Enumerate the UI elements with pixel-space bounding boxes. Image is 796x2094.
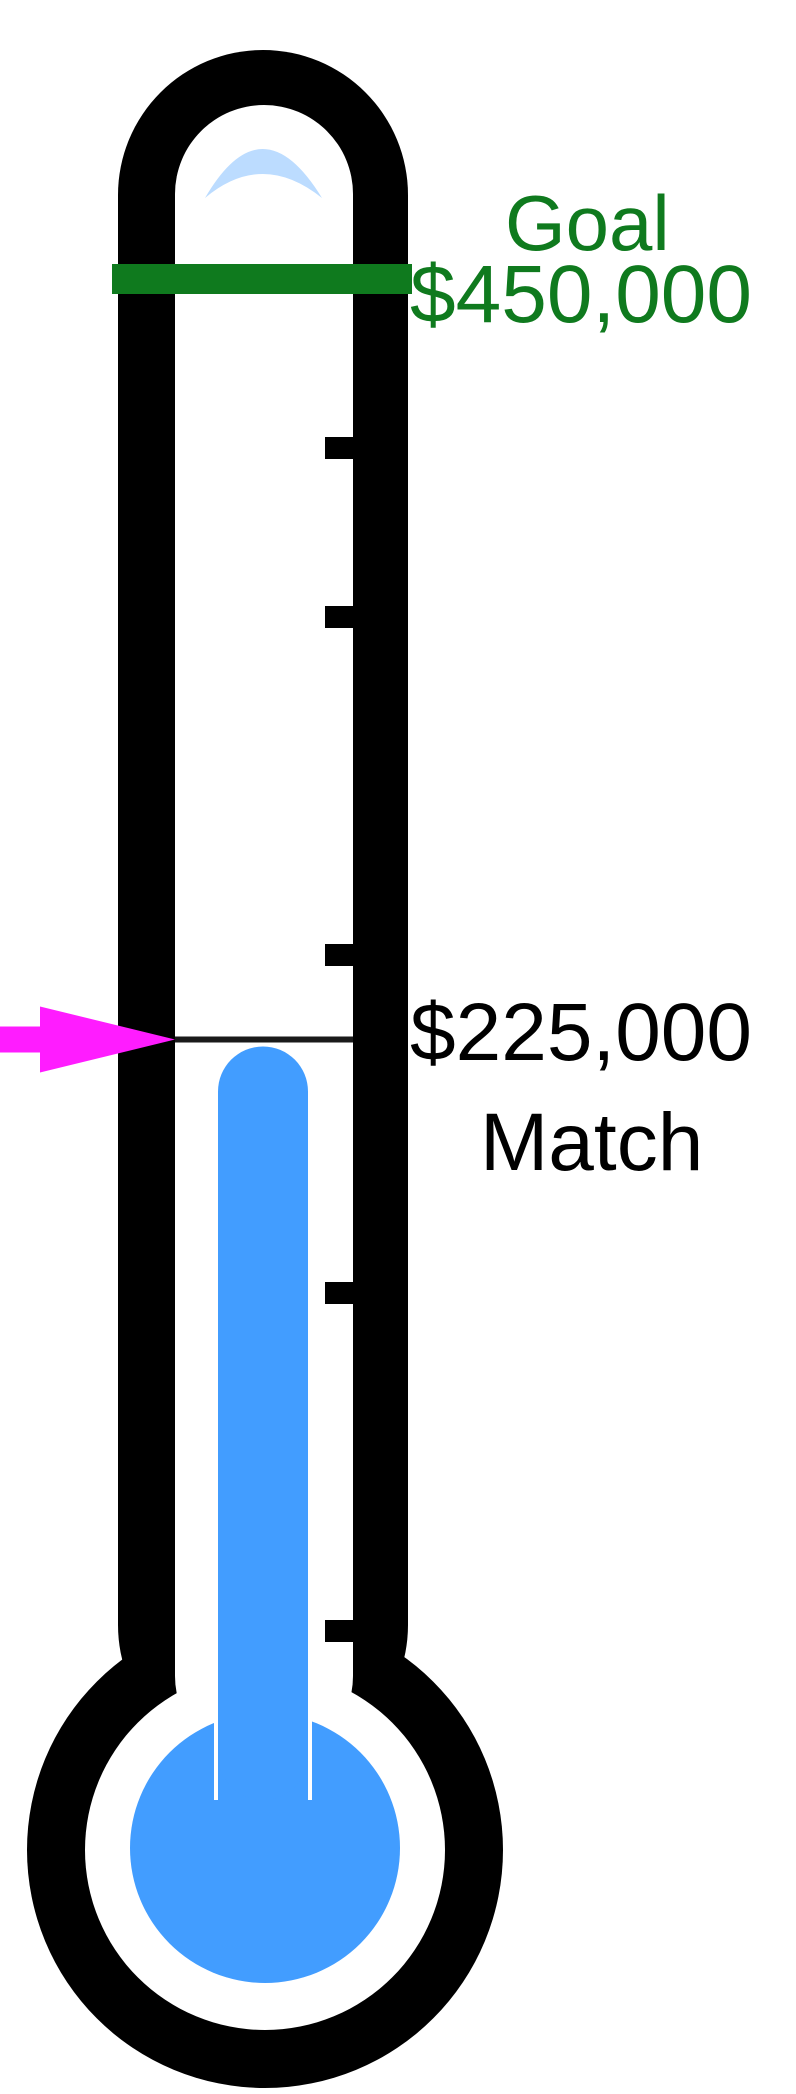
goal-value: $450,000 (410, 249, 753, 340)
goal-bar (112, 264, 412, 294)
scale-tick (325, 1620, 353, 1642)
mercury-column (218, 1046, 308, 1800)
scale-tick (325, 1282, 353, 1304)
glass-highlight (205, 149, 322, 198)
goal-label: Goal (505, 179, 670, 267)
scale-ticks (325, 99, 353, 1642)
mercury (130, 1046, 400, 1983)
current-value: $225,000 (410, 986, 753, 1078)
scale-tick (325, 606, 353, 628)
scale-tick (325, 99, 353, 121)
scale-tick (325, 944, 353, 966)
current-label: Match (480, 1096, 704, 1188)
scale-tick (325, 437, 353, 459)
arrow-right-icon (0, 1006, 175, 1073)
mercury-bulb (130, 1713, 400, 1983)
